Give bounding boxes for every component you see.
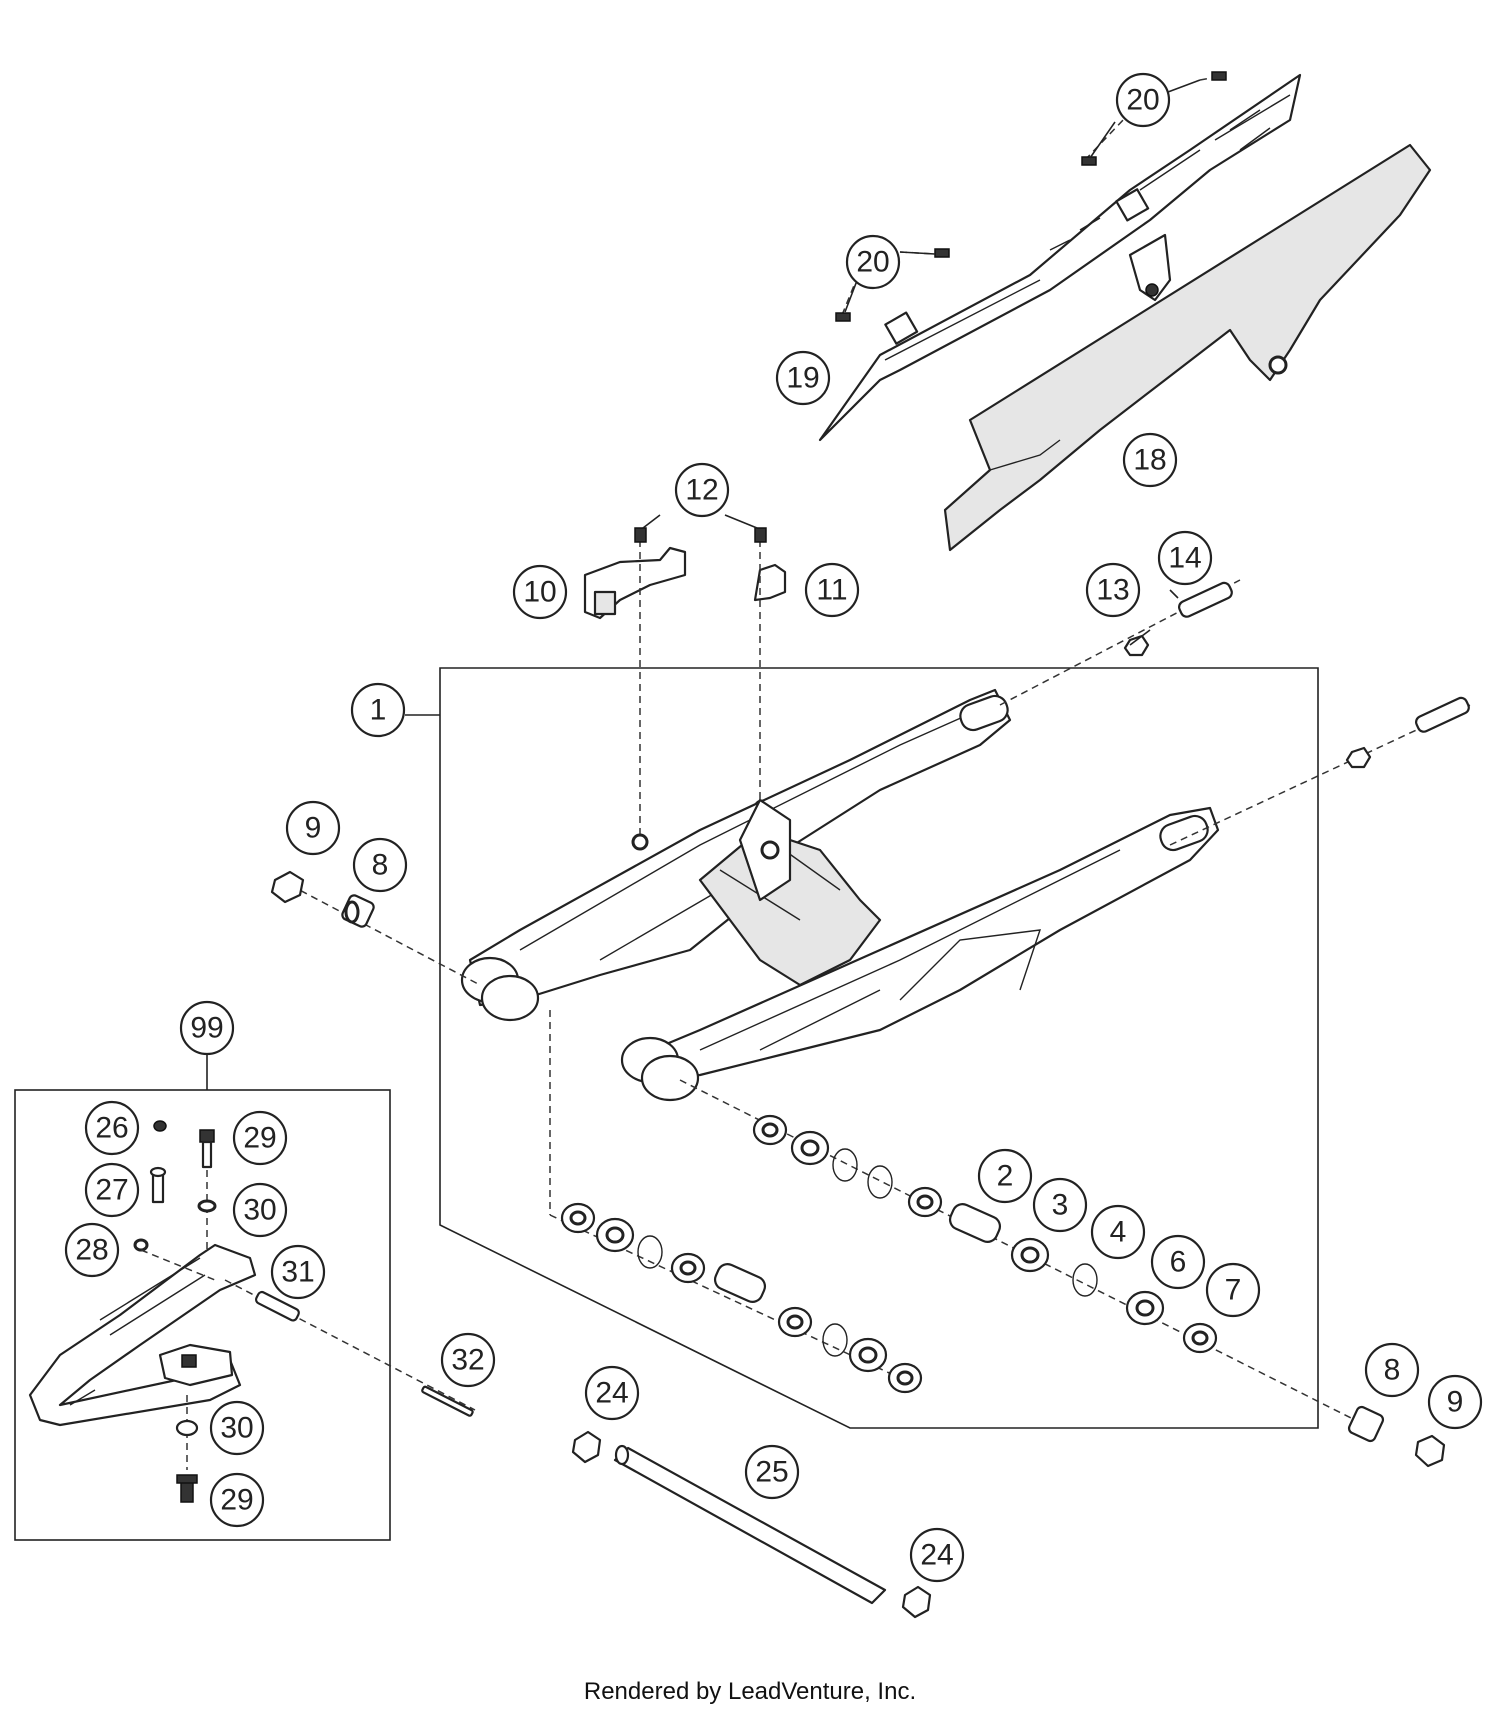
- svg-text:1: 1: [370, 694, 387, 727]
- svg-text:8: 8: [1384, 1354, 1401, 1387]
- svg-text:14: 14: [1168, 542, 1201, 575]
- swingarm-part-1: [460, 688, 1220, 1102]
- svg-text:20: 20: [856, 246, 889, 279]
- pivot-shaft-parts-24-25: [571, 1430, 932, 1619]
- callout-19: 19: [775, 350, 831, 406]
- callout-26: 26: [84, 1100, 140, 1156]
- leader-lines: [642, 79, 1201, 646]
- svg-text:19: 19: [786, 362, 819, 395]
- svg-text:31: 31: [281, 1256, 314, 1289]
- callout-24-bottom: 24: [909, 1527, 965, 1583]
- rendered-by-credit: Rendered by LeadVenture, Inc.: [583, 1678, 917, 1705]
- chain-guide-part-19: [818, 73, 1302, 442]
- svg-text:30: 30: [243, 1194, 276, 1227]
- callout-28: 28: [64, 1222, 120, 1278]
- callout-8-right: 8: [1364, 1342, 1420, 1398]
- callout-13: 13: [1085, 562, 1141, 618]
- callout-11: 11: [804, 562, 860, 618]
- assembly-frame-part-1: [405, 667, 1319, 1429]
- svg-text:12: 12: [685, 474, 718, 507]
- svg-text:6: 6: [1170, 1246, 1187, 1279]
- callout-31: 31: [270, 1244, 326, 1300]
- callout-20-top: 20: [1115, 72, 1171, 128]
- callout-14: 14: [1157, 530, 1213, 586]
- callout-29-bottom: 29: [209, 1472, 265, 1528]
- chain-adjuster-parts-13-14: [999, 579, 1471, 846]
- svg-text:29: 29: [220, 1484, 253, 1517]
- svg-text:13: 13: [1096, 574, 1129, 607]
- svg-text:10: 10: [523, 576, 556, 609]
- callout-32: 32: [440, 1332, 496, 1388]
- svg-text:27: 27: [95, 1174, 128, 1207]
- svg-text:24: 24: [595, 1377, 628, 1410]
- callouts: 20 20 19 18 12 10 11 13 14 1 9 8 99 26 2…: [64, 72, 1483, 1583]
- svg-text:28: 28: [75, 1234, 108, 1267]
- svg-text:4: 4: [1110, 1216, 1127, 1249]
- callout-29-top: 29: [232, 1110, 288, 1166]
- svg-text:30: 30: [220, 1412, 253, 1445]
- callout-24-top: 24: [584, 1365, 640, 1421]
- callout-7: 7: [1205, 1262, 1261, 1318]
- svg-text:25: 25: [755, 1456, 788, 1489]
- callout-9-right: 9: [1427, 1374, 1483, 1430]
- chain-slider-part-11: [753, 563, 787, 602]
- callout-12: 12: [674, 462, 730, 518]
- callout-18: 18: [1122, 432, 1178, 488]
- svg-text:2: 2: [997, 1160, 1014, 1193]
- callout-25: 25: [744, 1444, 800, 1500]
- svg-text:32: 32: [451, 1344, 484, 1377]
- callout-99: 99: [179, 1000, 235, 1056]
- pivot-nut-washer-parts-8-9: [270, 870, 481, 986]
- bearing-stack-right: [679, 1079, 1446, 1468]
- callout-9-left: 9: [285, 800, 341, 856]
- chain-slider-assembly-part-99: [14, 1055, 476, 1541]
- callout-20-left: 20: [845, 234, 901, 290]
- bearing-stack-left: [549, 1010, 923, 1394]
- chain-slider-part-10: [583, 546, 687, 620]
- svg-text:29: 29: [243, 1122, 276, 1155]
- callout-8-left: 8: [352, 837, 408, 893]
- svg-text:8: 8: [372, 849, 389, 882]
- callout-30-bottom: 30: [209, 1400, 265, 1456]
- callout-30-top: 30: [232, 1182, 288, 1238]
- svg-text:20: 20: [1126, 84, 1159, 117]
- svg-text:99: 99: [190, 1012, 223, 1045]
- svg-text:18: 18: [1133, 444, 1166, 477]
- callout-27: 27: [84, 1162, 140, 1218]
- callout-6: 6: [1150, 1234, 1206, 1290]
- svg-text:9: 9: [305, 812, 322, 845]
- callout-1: 1: [350, 682, 406, 738]
- callout-3: 3: [1032, 1177, 1088, 1233]
- chain-guard-part-18: [943, 143, 1432, 552]
- callout-10: 10: [512, 564, 568, 620]
- callout-2: 2: [977, 1148, 1033, 1204]
- svg-text:11: 11: [816, 574, 847, 607]
- svg-text:7: 7: [1225, 1274, 1242, 1307]
- svg-text:9: 9: [1447, 1386, 1464, 1419]
- svg-text:24: 24: [920, 1539, 953, 1572]
- svg-text:26: 26: [95, 1112, 128, 1145]
- svg-text:3: 3: [1052, 1189, 1069, 1222]
- callout-4: 4: [1090, 1204, 1146, 1260]
